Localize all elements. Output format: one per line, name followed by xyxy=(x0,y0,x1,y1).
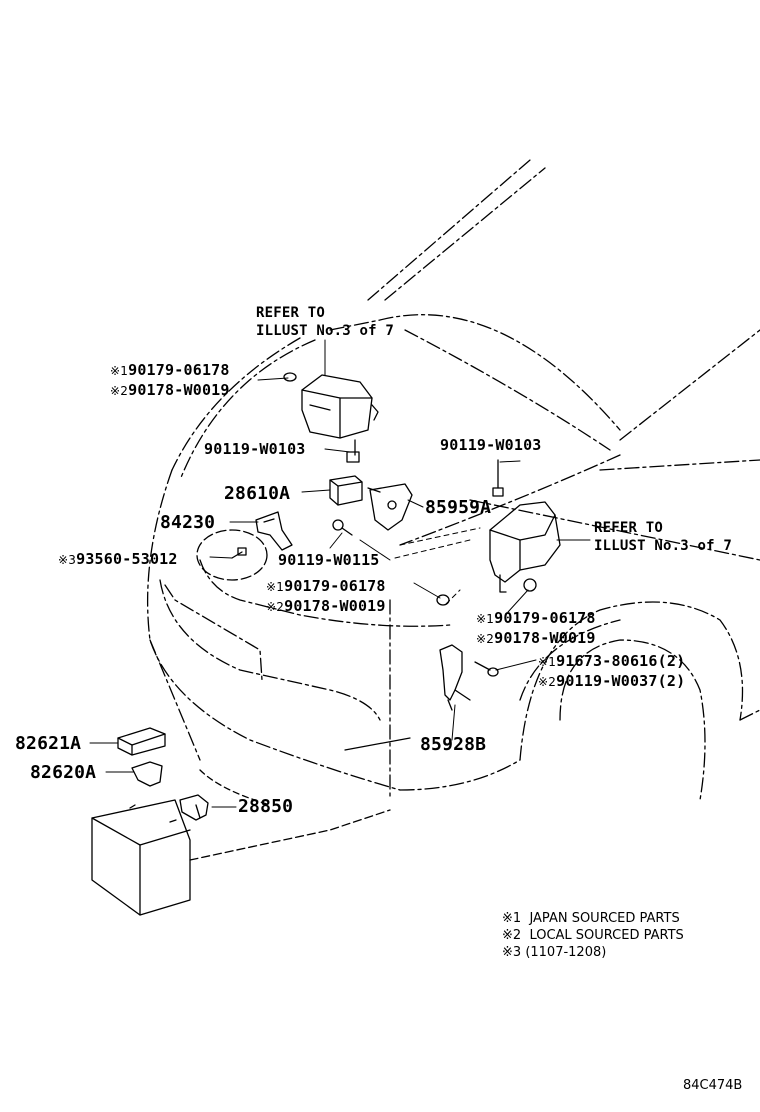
ecu-module-right xyxy=(489,501,561,593)
nut-icon xyxy=(523,578,537,592)
diagram-code: 84C474B xyxy=(683,1078,743,1093)
holder-82620a xyxy=(131,761,163,787)
bolt-icon xyxy=(474,661,499,677)
part-label-91673-80616: ※191673-80616(2) xyxy=(538,652,686,670)
part-label-84230: 84230 xyxy=(160,512,216,533)
part-28850 xyxy=(179,794,209,821)
windshield-outline xyxy=(329,159,760,451)
bolt-icon xyxy=(492,459,504,497)
bracket-84230 xyxy=(255,511,293,551)
screw-icon xyxy=(231,547,247,559)
refer-to-label-right: REFER TO xyxy=(594,520,664,536)
part-label-90179-06178: ※190179-06178 xyxy=(110,361,230,379)
battery xyxy=(91,799,191,916)
leader-lines xyxy=(89,339,591,808)
part-label-28610a: 28610A xyxy=(224,483,291,504)
part-label-90179-06178-mid: ※190179-06178 xyxy=(266,577,386,595)
relay-28610a xyxy=(329,475,363,506)
refer-to-label-top: REFER TO xyxy=(256,305,326,321)
fog-lamp-outline xyxy=(196,529,268,581)
part-label-90178-w0019: ※290178-W0019 xyxy=(110,381,230,399)
bolt-icon xyxy=(332,519,353,536)
ecu-module-top xyxy=(301,374,379,439)
bumper-outline xyxy=(146,469,760,801)
legend-note-2: ※2 LOCAL SOURCED PARTS xyxy=(502,928,684,943)
illust-ref-right: ILLUST No.3 of 7 xyxy=(594,538,733,554)
part-label-90119-w0103: 90119-W0103 xyxy=(204,440,306,458)
part-label-85928b: 85928B xyxy=(420,734,487,755)
legend-note-3: ※3 (1107-1208) xyxy=(502,945,607,960)
part-label-90179-06178-right: ※190179-06178 xyxy=(476,609,596,627)
fuse-box-82621a xyxy=(117,727,166,756)
hood-outline xyxy=(171,337,760,546)
nut-icon xyxy=(436,594,450,606)
part-label-90178-w0019-right: ※290178-W0019 xyxy=(476,629,596,647)
legend-note-1: ※1 JAPAN SOURCED PARTS xyxy=(502,911,680,926)
part-label-93560-53012: ※393560-53012 xyxy=(58,550,178,568)
part-label-28850: 28850 xyxy=(238,796,294,817)
sensor-85928b xyxy=(439,644,471,711)
nut-icon xyxy=(283,372,297,382)
part-label-90178-w0019-mid: ※290178-W0019 xyxy=(266,597,386,615)
part-label-90119-w0037: ※290119-W0037(2) xyxy=(538,672,686,690)
bracket-85959a xyxy=(367,483,413,531)
illust-ref-top: ILLUST No.3 of 7 xyxy=(256,323,395,339)
part-label-90119-w0103-right: 90119-W0103 xyxy=(440,436,542,454)
part-label-82620a: 82620A xyxy=(30,762,97,783)
part-label-82621a: 82621A xyxy=(15,733,82,754)
part-label-85959a: 85959A xyxy=(425,497,492,518)
bolt-icon xyxy=(346,439,360,463)
part-label-90119-w0115: 90119-W0115 xyxy=(278,551,380,569)
